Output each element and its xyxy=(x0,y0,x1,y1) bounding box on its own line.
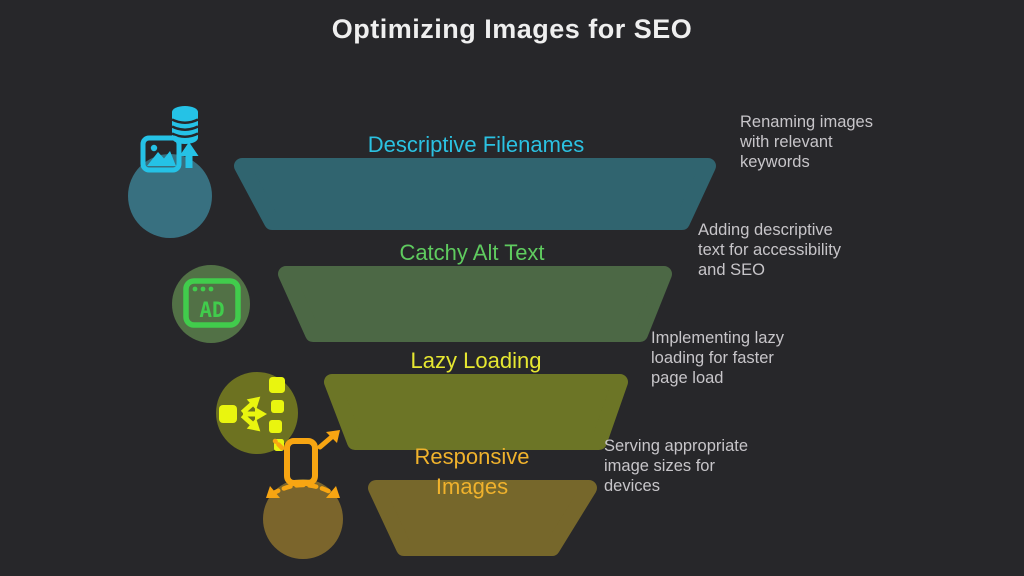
distribute-flow-icon xyxy=(219,377,285,451)
ad-text: AD xyxy=(199,298,224,322)
funnel-segment-3 xyxy=(324,374,628,450)
ad-browser-icon: AD xyxy=(183,278,241,328)
image-upload-database-icon xyxy=(140,106,199,173)
label-lazy-loading: Lazy Loading xyxy=(410,348,542,373)
label-catchy-alt-text: Catchy Alt Text xyxy=(399,240,545,265)
funnel-segment-2 xyxy=(278,266,672,342)
circle-level-4 xyxy=(263,479,343,559)
description-descriptive-filenames: Renaming images with relevant keywords xyxy=(740,113,873,171)
funnel-segment-1 xyxy=(234,158,716,230)
funnel-segment-4 xyxy=(368,480,597,556)
description-catchy-alt-text: Adding descriptive text for accessibilit… xyxy=(698,221,842,279)
label-responsive-images: Responsive Images xyxy=(414,444,530,499)
circle-level-1 xyxy=(128,154,212,238)
responsive-phone-icon xyxy=(266,430,340,498)
label-descriptive-filenames: Descriptive Filenames xyxy=(367,132,585,157)
description-responsive-images: Serving appropriate image sizes for devi… xyxy=(604,437,749,495)
description-lazy-loading: Implementing lazy loading for faster pag… xyxy=(651,329,784,387)
page-title: Optimizing Images for SEO xyxy=(331,14,693,44)
cylinder-separators xyxy=(171,118,199,139)
